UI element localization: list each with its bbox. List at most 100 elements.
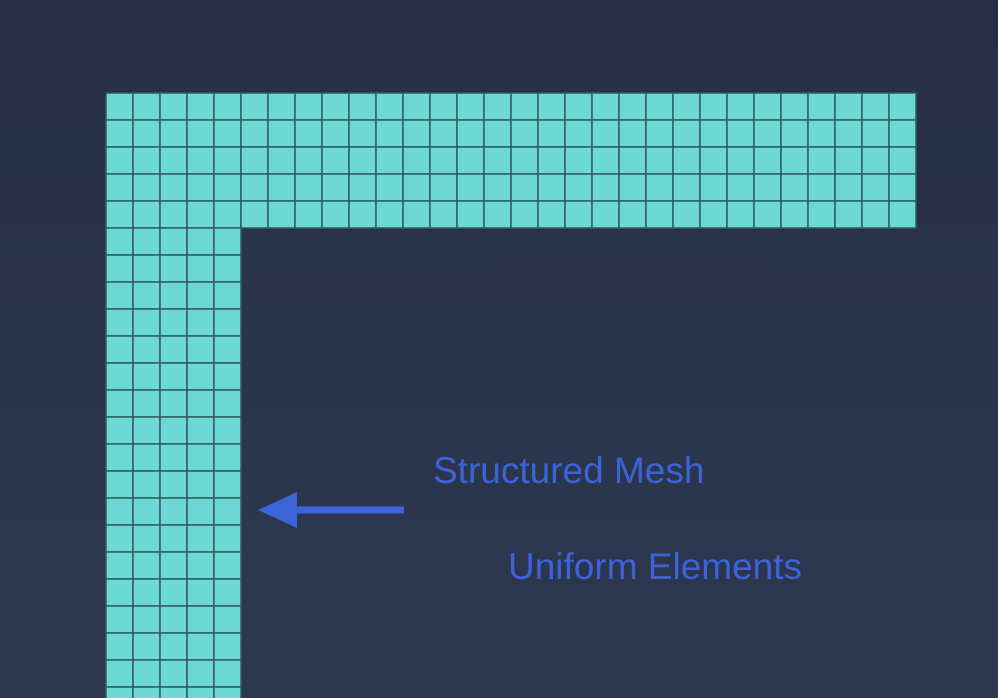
mesh-element xyxy=(780,146,809,175)
mesh-element xyxy=(132,92,161,121)
mesh-element xyxy=(186,443,215,472)
mesh-element xyxy=(105,524,134,553)
mesh-element xyxy=(834,92,863,121)
mesh-element xyxy=(132,146,161,175)
mesh-element xyxy=(591,92,620,121)
mesh-element xyxy=(186,497,215,526)
mesh-element xyxy=(186,92,215,121)
mesh-element xyxy=(186,524,215,553)
mesh-element xyxy=(483,146,512,175)
mesh-element xyxy=(618,200,647,229)
mesh-element xyxy=(591,146,620,175)
mesh-element xyxy=(726,200,755,229)
mesh-element xyxy=(213,524,242,553)
mesh-element xyxy=(132,308,161,337)
mesh-element xyxy=(375,173,404,202)
annotation-arrow xyxy=(258,492,404,528)
mesh-element xyxy=(213,632,242,661)
mesh-element xyxy=(564,119,593,148)
mesh-element xyxy=(294,119,323,148)
mesh-element xyxy=(105,254,134,283)
mesh-element xyxy=(213,200,242,229)
mesh-element xyxy=(105,146,134,175)
mesh-element xyxy=(402,173,431,202)
mesh-element xyxy=(618,92,647,121)
mesh-element xyxy=(186,389,215,418)
mesh-element xyxy=(672,146,701,175)
mesh-element xyxy=(186,281,215,310)
mesh-element xyxy=(159,686,188,698)
mesh-element xyxy=(213,551,242,580)
mesh-element xyxy=(213,659,242,688)
mesh-element xyxy=(321,92,350,121)
mesh-element xyxy=(105,686,134,698)
mesh-element xyxy=(105,578,134,607)
mesh-element xyxy=(213,119,242,148)
mesh-element xyxy=(537,173,566,202)
mesh-element xyxy=(510,173,539,202)
mesh-element xyxy=(888,173,917,202)
mesh-element xyxy=(402,92,431,121)
mesh-element xyxy=(861,200,890,229)
mesh-element xyxy=(321,119,350,148)
mesh-element xyxy=(348,200,377,229)
mesh-element xyxy=(699,146,728,175)
mesh-element xyxy=(105,659,134,688)
mesh-element xyxy=(105,551,134,580)
mesh-element xyxy=(132,497,161,526)
mesh-element xyxy=(105,443,134,472)
mesh-element xyxy=(186,200,215,229)
mesh-element xyxy=(294,92,323,121)
mesh-element xyxy=(213,335,242,364)
mesh-element xyxy=(753,119,782,148)
mesh-element xyxy=(348,92,377,121)
mesh-element xyxy=(699,173,728,202)
mesh-element xyxy=(240,200,269,229)
mesh-element xyxy=(186,659,215,688)
mesh-element xyxy=(321,173,350,202)
mesh-element xyxy=(132,200,161,229)
mesh-element xyxy=(645,200,674,229)
mesh-element xyxy=(105,362,134,391)
mesh-element xyxy=(618,146,647,175)
mesh-element xyxy=(132,389,161,418)
mesh-element xyxy=(402,119,431,148)
mesh-element xyxy=(159,335,188,364)
mesh-element xyxy=(888,146,917,175)
mesh-element xyxy=(753,200,782,229)
mesh-element xyxy=(510,92,539,121)
mesh-element xyxy=(105,281,134,310)
mesh-element xyxy=(186,254,215,283)
mesh-element xyxy=(213,686,242,698)
mesh-element xyxy=(888,119,917,148)
mesh-element xyxy=(186,173,215,202)
mesh-element xyxy=(213,389,242,418)
mesh-element xyxy=(105,497,134,526)
mesh-element xyxy=(537,146,566,175)
mesh-element xyxy=(483,92,512,121)
mesh-element xyxy=(888,200,917,229)
mesh-element xyxy=(726,173,755,202)
mesh-element xyxy=(159,362,188,391)
mesh-element xyxy=(159,173,188,202)
mesh-element xyxy=(186,605,215,634)
mesh-element xyxy=(645,92,674,121)
mesh-element xyxy=(186,416,215,445)
mesh-element xyxy=(861,92,890,121)
mesh-element xyxy=(510,119,539,148)
mesh-element xyxy=(645,119,674,148)
mesh-element xyxy=(213,92,242,121)
mesh-element xyxy=(159,443,188,472)
mesh-element xyxy=(132,227,161,256)
mesh-element xyxy=(105,389,134,418)
mesh-element xyxy=(348,119,377,148)
mesh-element xyxy=(159,578,188,607)
mesh-element xyxy=(402,146,431,175)
structured-mesh xyxy=(105,92,917,698)
mesh-element xyxy=(294,146,323,175)
mesh-element xyxy=(834,119,863,148)
mesh-element xyxy=(186,308,215,337)
label-structured-mesh: Structured Mesh xyxy=(433,450,705,491)
mesh-element xyxy=(807,92,836,121)
mesh-element xyxy=(429,92,458,121)
